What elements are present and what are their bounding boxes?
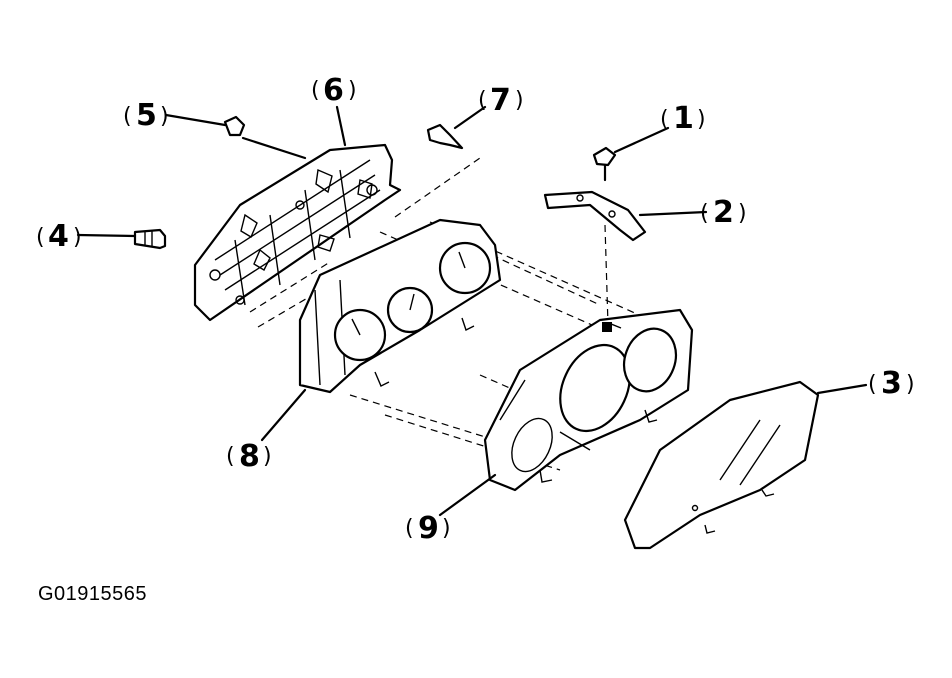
- printed-circuit-board: [193, 143, 402, 322]
- svg-text:): ): [348, 78, 357, 103]
- svg-text:): ): [515, 88, 524, 113]
- svg-text:): ): [442, 516, 451, 541]
- bulb: [133, 228, 167, 250]
- svg-text:): ): [160, 104, 169, 129]
- svg-text:): ): [906, 372, 915, 397]
- screw-5: [223, 115, 246, 137]
- callout-label-8: 8: [239, 439, 260, 474]
- svg-text:(: (: [123, 104, 132, 129]
- svg-text:): ): [73, 225, 82, 250]
- svg-text:(: (: [226, 444, 235, 469]
- svg-text:(: (: [405, 516, 414, 541]
- callout-label-4: 4: [48, 219, 69, 254]
- gauge-assembly: [298, 218, 502, 394]
- figure-code: G01915565: [38, 583, 148, 605]
- callout-label-6: 6: [323, 73, 344, 108]
- svg-text:(: (: [660, 107, 669, 132]
- callout-5: ( 5 ): [123, 98, 169, 133]
- callout-8: ( 8 ): [226, 439, 272, 474]
- callout-7: ( 7 ): [478, 83, 524, 118]
- lens-cover: [623, 380, 820, 550]
- callout-label-5: 5: [136, 98, 157, 133]
- callout-4: ( 4 ): [36, 219, 82, 254]
- callout-label-3: 3: [881, 366, 902, 401]
- callout-label-2: 2: [713, 195, 734, 230]
- callout-1: ( 1 ): [660, 101, 706, 136]
- svg-text:(: (: [868, 372, 877, 397]
- callout-3: ( 3 ): [868, 366, 915, 401]
- svg-text:(: (: [311, 78, 320, 103]
- svg-text:): ): [263, 444, 272, 469]
- callout-6: ( 6 ): [311, 73, 357, 108]
- svg-text:(: (: [36, 225, 45, 250]
- bulb-socket: [426, 123, 464, 150]
- bracket: [543, 190, 647, 242]
- svg-text:(: (: [700, 201, 709, 226]
- callout-9: ( 9 ): [405, 511, 451, 546]
- screw-1: [592, 146, 617, 182]
- cluster-housing: [483, 308, 694, 492]
- callout-label-7: 7: [490, 83, 511, 118]
- svg-text:): ): [738, 201, 747, 226]
- callout-label-9: 9: [418, 511, 439, 546]
- svg-text:): ): [697, 107, 706, 132]
- callout-label-1: 1: [673, 101, 694, 136]
- leader-lines: [76, 105, 868, 517]
- svg-text:(: (: [478, 88, 487, 113]
- callout-2: ( 2 ): [700, 195, 747, 230]
